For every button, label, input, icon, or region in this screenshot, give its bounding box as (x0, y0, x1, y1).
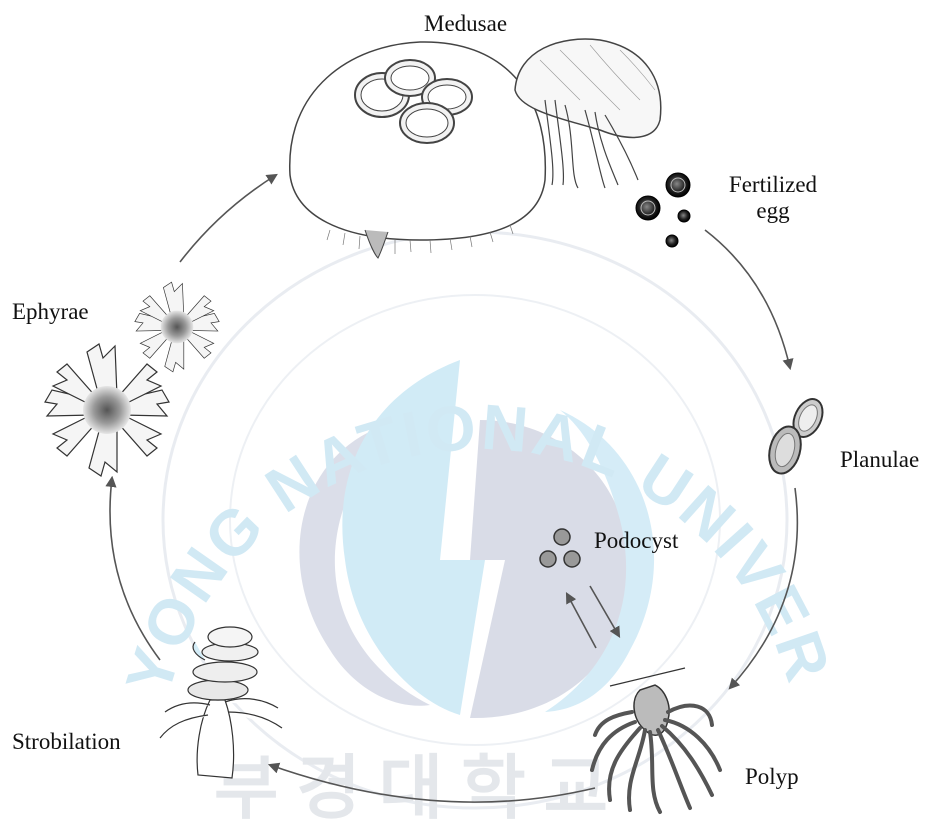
label-planulae: Planulae (840, 447, 919, 473)
arrow-ephyrae-to-medusae (180, 175, 276, 262)
label-ephyrae: Ephyrae (12, 299, 89, 325)
label-fertilized-egg-line1: Fertilized (713, 172, 833, 198)
label-fertilized-egg-line2: egg (713, 198, 833, 224)
planulae-illustration (764, 394, 828, 477)
label-fertilized-egg: Fertilized egg (713, 172, 833, 225)
label-polyp: Polyp (745, 764, 799, 790)
label-medusae: Medusae (424, 11, 507, 37)
ephyra-large-illustration (45, 344, 169, 476)
ephyra-small-illustration (135, 282, 219, 372)
watermark-korean-text: 부경대학교 (214, 747, 626, 829)
fertilized-eggs-illustration (636, 173, 690, 247)
medusa-large-illustration (290, 42, 546, 258)
label-podocyst: Podocyst (594, 528, 678, 554)
arrow-egg-to-planulae (705, 230, 790, 368)
label-strobilation: Strobilation (12, 729, 121, 755)
